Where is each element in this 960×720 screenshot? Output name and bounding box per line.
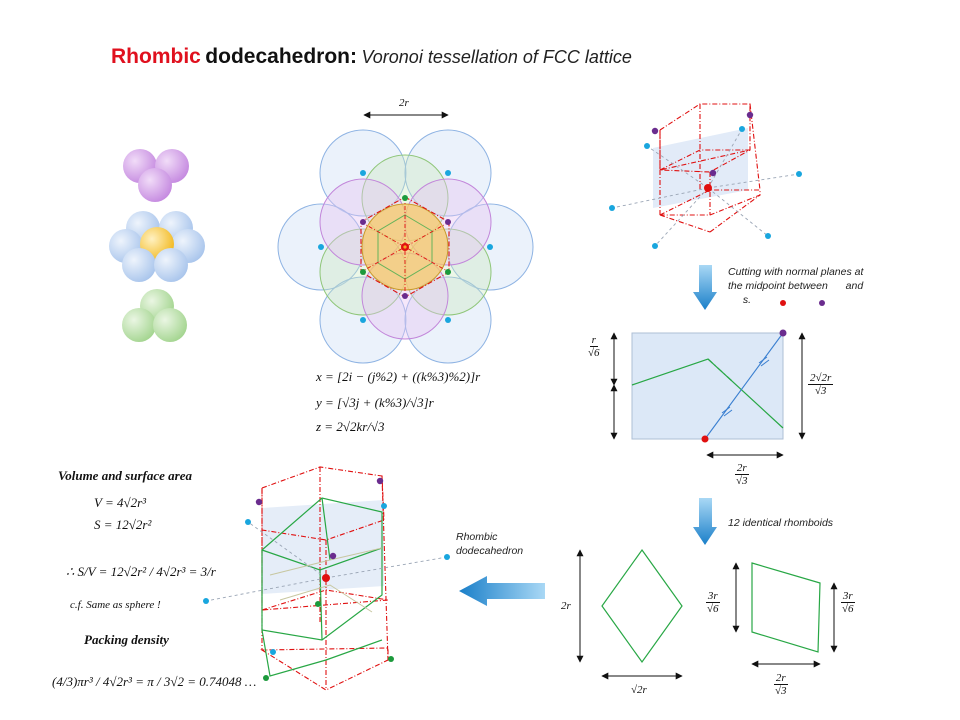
rect-left-den: √6: [588, 347, 600, 359]
red-point-icon: [780, 300, 786, 306]
ratio-formula: ∴ S/V = 12√2r² / 4√2r³ = 3/r: [66, 564, 216, 579]
rhombic-label: Rhombic dodecahedron: [456, 530, 523, 558]
sphere-stack-purple: [123, 149, 189, 202]
para-left-fraction: 3r √6: [705, 590, 721, 615]
packing-formula: (4/3)πr³ / 4√2r³ = π / 3√2 = 0.74048 …: [52, 674, 257, 689]
lattice-points: [318, 170, 493, 323]
para-right-num: 3r: [840, 590, 855, 603]
para-bottom-den: √3: [775, 685, 787, 697]
rect-right-num: 2√2r: [808, 372, 834, 385]
rect-left-num: r: [589, 334, 598, 347]
para-left-num: 3r: [705, 590, 720, 603]
sphere-stack-blue: [109, 211, 205, 282]
equation-z: z = 2√2kr/√3: [316, 419, 385, 434]
rect-bottom-fraction: 2r √3: [734, 462, 750, 487]
rect-right-den: √3: [814, 385, 827, 397]
cutting-note-text: Cutting with normal planes at the midpoi…: [728, 266, 864, 292]
rhombus-face: [576, 548, 683, 680]
title-word-rhombic: Rhombic: [111, 45, 201, 68]
arrow-down-icon-2: [693, 498, 717, 545]
arrow-left-icon: [459, 576, 545, 606]
sphere-stack-green: [122, 289, 187, 342]
prism-top: [609, 103, 802, 249]
equation-y: y = [√3j + (k%3)/√3]r: [316, 395, 434, 410]
cutting-note-end: s.: [742, 294, 752, 306]
volume-heading: Volume and surface area: [58, 468, 192, 483]
rhombic-label-line1: Rhombic: [456, 531, 498, 543]
rhomboids-note: 12 identical rhomboids: [728, 517, 834, 529]
rhombic-dodecahedron-3d: [203, 466, 450, 691]
cross-section: [631, 329, 787, 443]
purple-point-icon: [819, 300, 825, 306]
para-right-fraction: 3r √6: [840, 590, 856, 615]
volume-formula: V = 4√2r³: [94, 495, 147, 510]
title-word-dodecahedron: dodecahedron:: [205, 45, 357, 68]
para-bottom-num: 2r: [773, 672, 788, 685]
rect-bottom-den: √3: [736, 475, 748, 487]
cross-section-dimensions: [610, 332, 806, 459]
para-right-den: √6: [842, 603, 854, 615]
equation-x: x = [2i − (j%2) + ((k%3)%2)]r: [316, 369, 481, 384]
packing-top-view: [277, 129, 534, 364]
para-bottom-fraction: 2r √3: [773, 672, 789, 697]
rect-right-fraction: 2√2r √3: [808, 372, 834, 397]
same-as-sphere-note: c.f. Same as sphere !: [70, 599, 161, 611]
para-left-den: √6: [707, 603, 719, 615]
page-title: Rhombic dodecahedron: Voronoi tessellati…: [111, 45, 632, 69]
rhombic-label-line2: dodecahedron: [456, 545, 524, 557]
parallelogram-face: [732, 562, 838, 668]
packing-heading: Packing density: [84, 632, 169, 647]
rect-bottom-num: 2r: [734, 462, 749, 475]
cutting-note-and: and: [845, 280, 864, 292]
title-subtitle: Voronoi tessellation of FCC lattice: [361, 47, 632, 67]
top-width-label: 2r: [399, 97, 409, 109]
rect-left-fraction: r √6: [586, 334, 602, 359]
arrow-down-icon: [693, 265, 717, 310]
surface-formula: S = 12√2r²: [94, 517, 152, 532]
cutting-note: Cutting with normal planes at the midpoi…: [728, 265, 878, 307]
rhombus-width-label: √2r: [631, 684, 647, 696]
rhombus-height-label: 2r: [561, 600, 571, 612]
